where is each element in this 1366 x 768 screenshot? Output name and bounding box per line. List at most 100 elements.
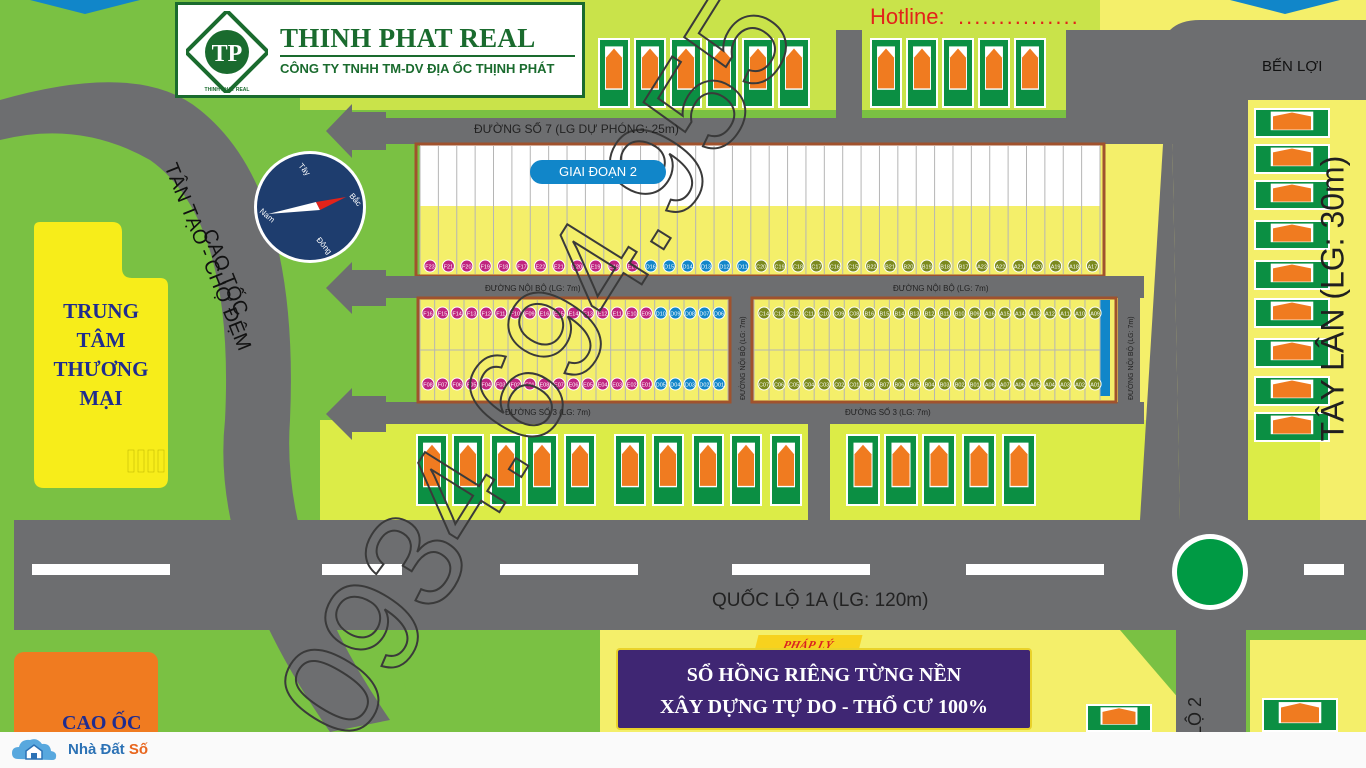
lot-marker[interactable]: A10 bbox=[1073, 306, 1087, 320]
lot-marker[interactable]: E09 bbox=[639, 306, 653, 320]
lot-marker[interactable]: F03 bbox=[494, 377, 508, 391]
lot-marker[interactable]: A14 bbox=[1013, 306, 1027, 320]
lot-marker[interactable]: A18 bbox=[1067, 259, 1081, 273]
lot-marker[interactable]: F06 bbox=[450, 377, 464, 391]
lot-marker[interactable]: B15 bbox=[877, 306, 891, 320]
lot-marker[interactable]: C07 bbox=[757, 377, 771, 391]
lot-marker[interactable]: F08 bbox=[421, 377, 435, 391]
lot-marker[interactable]: C09 bbox=[832, 306, 846, 320]
legal-banner[interactable]: SỔ HỒNG RIÊNG TỪNG NỀN XÂY DỰNG TỰ DO - … bbox=[616, 648, 1032, 730]
lot-marker[interactable]: A17 bbox=[1085, 259, 1099, 273]
lot-marker[interactable]: E17 bbox=[625, 259, 639, 273]
lot-marker[interactable]: E14 bbox=[567, 306, 580, 320]
lot-marker[interactable]: F14 bbox=[450, 306, 464, 320]
lot-marker[interactable]: C15 bbox=[846, 259, 860, 273]
lot-marker[interactable]: F15 bbox=[436, 306, 450, 320]
lot-marker[interactable]: E21 bbox=[552, 259, 566, 273]
lot-marker[interactable]: E13 bbox=[581, 306, 595, 320]
lot-marker[interactable]: C16 bbox=[828, 259, 842, 273]
lot-marker[interactable]: A09 bbox=[1088, 306, 1102, 320]
lot-marker[interactable]: A21 bbox=[1012, 259, 1026, 273]
footer-site-name[interactable]: Nhà Đất Số bbox=[68, 741, 148, 758]
lot-marker[interactable]: E12 bbox=[596, 306, 610, 320]
lot-marker[interactable]: A08 bbox=[983, 377, 997, 391]
lot-marker[interactable]: C14 bbox=[757, 306, 771, 320]
lot-marker[interactable]: C13 bbox=[772, 306, 786, 320]
lot-marker[interactable]: B20 bbox=[901, 259, 915, 273]
lot-marker[interactable]: A02 bbox=[1073, 377, 1087, 391]
lot-marker[interactable]: B09 bbox=[968, 306, 982, 320]
lot-marker[interactable]: F10 bbox=[508, 306, 522, 320]
lot-marker[interactable]: C08 bbox=[847, 306, 861, 320]
lot-marker[interactable]: D15 bbox=[662, 259, 676, 273]
lot-marker[interactable]: D11 bbox=[736, 259, 750, 273]
lot-marker[interactable]: B06 bbox=[892, 377, 906, 391]
lot-marker[interactable]: F09 bbox=[523, 306, 537, 320]
lot-marker[interactable]: D12 bbox=[717, 259, 731, 273]
lot-marker[interactable]: C02 bbox=[832, 377, 846, 391]
lot-marker[interactable]: C01 bbox=[847, 377, 861, 391]
lot-marker[interactable]: A23 bbox=[975, 259, 989, 273]
trade-center-label[interactable]: TRUNG TÂM THƯƠNG MẠI bbox=[34, 297, 168, 413]
lot-marker[interactable]: D05 bbox=[654, 377, 668, 391]
lot-marker[interactable]: F23 bbox=[423, 259, 437, 273]
lot-marker[interactable]: E01 bbox=[639, 377, 653, 391]
lot-marker[interactable]: F16 bbox=[421, 306, 435, 320]
lot-marker[interactable]: A04 bbox=[1043, 377, 1057, 391]
lot-marker[interactable]: C12 bbox=[787, 306, 801, 320]
lot-marker[interactable]: B01 bbox=[968, 377, 982, 391]
lot-marker[interactable]: E08 bbox=[537, 377, 551, 391]
lot-marker[interactable]: A15 bbox=[998, 306, 1012, 320]
lot-marker[interactable]: B17 bbox=[957, 259, 971, 273]
lot-marker[interactable]: E20 bbox=[570, 259, 584, 273]
lot-marker[interactable]: B11 bbox=[938, 306, 952, 320]
lot-marker[interactable]: D04 bbox=[668, 377, 682, 391]
lot-marker[interactable]: C03 bbox=[817, 377, 831, 391]
lot-marker[interactable]: A06 bbox=[1013, 377, 1027, 391]
lot-marker[interactable]: E03 bbox=[610, 377, 624, 391]
lot-marker[interactable]: B13 bbox=[908, 306, 921, 320]
lot-marker[interactable]: A20 bbox=[1030, 259, 1044, 273]
lot-marker[interactable]: E19 bbox=[589, 259, 603, 273]
lot-marker[interactable]: B14 bbox=[892, 306, 906, 320]
lot-marker[interactable]: C06 bbox=[772, 377, 786, 391]
lot-marker[interactable]: F18 bbox=[497, 259, 511, 273]
lot-marker[interactable]: F20 bbox=[460, 259, 474, 273]
lot-marker[interactable]: F21 bbox=[441, 259, 455, 273]
lot-marker[interactable]: E07 bbox=[552, 377, 566, 391]
lot-marker[interactable]: B18 bbox=[938, 259, 952, 273]
lot-marker[interactable]: D16 bbox=[644, 259, 658, 273]
lot-marker[interactable]: B04 bbox=[923, 377, 937, 391]
lot-marker[interactable]: F12 bbox=[479, 306, 493, 320]
lot-marker[interactable]: F01 bbox=[523, 377, 537, 391]
lot-marker[interactable]: D02 bbox=[697, 377, 711, 391]
lot-marker[interactable]: F05 bbox=[465, 377, 479, 391]
phase2-badge[interactable]: GIAI ĐOẠN 2 bbox=[530, 160, 666, 184]
lot-marker[interactable]: C05 bbox=[787, 377, 801, 391]
lot-marker[interactable]: F07 bbox=[436, 377, 450, 391]
lot-marker[interactable]: B03 bbox=[938, 377, 952, 391]
lot-marker[interactable]: B10 bbox=[953, 306, 967, 320]
lot-marker[interactable]: D14 bbox=[681, 259, 695, 273]
lot-marker[interactable]: A13 bbox=[1028, 306, 1042, 320]
lot-marker[interactable]: F04 bbox=[479, 377, 493, 391]
lot-marker[interactable]: F17 bbox=[515, 259, 529, 273]
lot-marker[interactable]: E18 bbox=[607, 259, 621, 273]
lot-marker[interactable]: B08 bbox=[862, 377, 876, 391]
lot-marker[interactable]: D09 bbox=[668, 306, 682, 320]
lot-marker[interactable]: C11 bbox=[802, 306, 816, 320]
lot-marker[interactable]: D10 bbox=[654, 306, 668, 320]
lot-marker[interactable]: F13 bbox=[465, 306, 479, 320]
lot-marker[interactable]: E06 bbox=[567, 377, 580, 391]
hotline-number[interactable]: ............... bbox=[958, 4, 1080, 29]
lot-marker[interactable]: D07 bbox=[697, 306, 711, 320]
lot-marker[interactable]: D06 bbox=[712, 306, 726, 320]
lot-marker[interactable]: A19 bbox=[1049, 259, 1063, 273]
brand-logo[interactable]: TP THINH PHAT REAL THINH PHAT REAL CÔNG … bbox=[175, 2, 585, 98]
house-cloud-icon[interactable] bbox=[10, 735, 66, 765]
lot-marker[interactable]: A07 bbox=[998, 377, 1012, 391]
lot-marker[interactable]: C10 bbox=[817, 306, 831, 320]
lot-marker[interactable]: A11 bbox=[1058, 306, 1072, 320]
lot-marker[interactable]: C20 bbox=[754, 259, 768, 273]
lot-marker[interactable]: B19 bbox=[920, 259, 934, 273]
